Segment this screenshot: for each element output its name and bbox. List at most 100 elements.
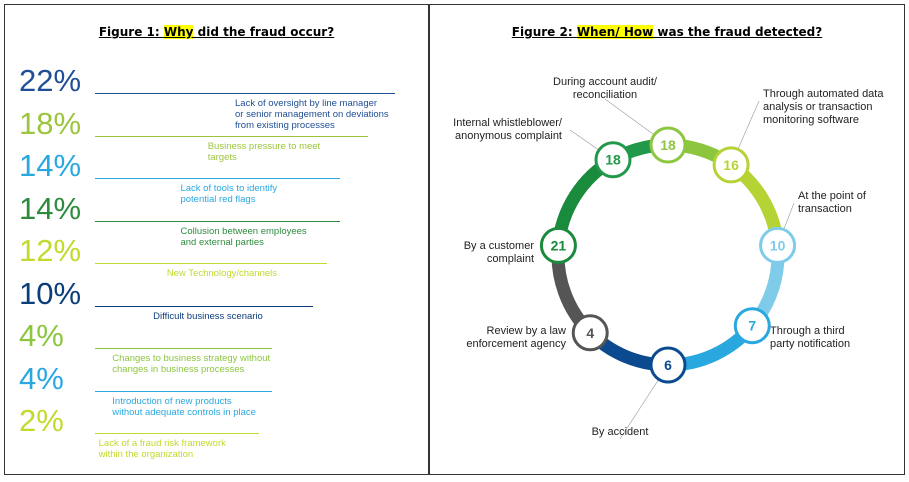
detection-value: 21 <box>551 237 567 253</box>
reason-bar <box>95 178 341 179</box>
reason-description-line: without adequate controls in place <box>112 406 256 418</box>
detection-node <box>594 141 632 179</box>
reason-percent: 4% <box>19 318 64 353</box>
figure1-panel: Figure 1: Why did the fraud occur? 22%La… <box>4 4 429 475</box>
detection-node <box>539 226 577 264</box>
reason-bar <box>95 220 341 222</box>
reason-bar <box>95 305 314 307</box>
detection-node <box>649 126 687 164</box>
figure1-title: Figure 1: Why did the fraud occur? <box>5 25 428 39</box>
detection-value: 7 <box>748 318 756 334</box>
figure2-title-highlight: When/ How <box>576 25 654 39</box>
detection-label-line: analysis or transaction <box>763 101 872 113</box>
detection-label: By accident <box>592 426 649 438</box>
reason-description: New Technology/channels <box>167 268 277 279</box>
detection-value: 18 <box>605 152 621 168</box>
detection-value: 16 <box>723 157 739 173</box>
figure1-title-highlight: Why <box>163 25 194 39</box>
detection-label-line: party notification <box>770 338 850 350</box>
detection-label-line: At the point of <box>798 190 867 202</box>
detection-node <box>571 314 609 352</box>
reason-bar <box>95 433 259 434</box>
reason-row: 10% Difficult business scenario <box>5 275 430 322</box>
detection-label-line: monitoring software <box>763 114 859 126</box>
reason-percent: 4% <box>19 360 64 396</box>
reason-description-line: potential red flags <box>180 194 256 205</box>
reason-bar <box>95 263 327 264</box>
detection-value: 4 <box>586 325 594 341</box>
detection-node <box>733 307 771 345</box>
detection-label-line: During account audit/ <box>553 76 658 88</box>
detection-label-line: anonymous complaint <box>455 130 562 142</box>
detection-label-line: complaint <box>487 253 534 265</box>
reason-description-line: Business pressure to meet <box>207 140 321 152</box>
detection-value: 10 <box>770 237 786 253</box>
detection-node <box>712 146 750 184</box>
reason-bar <box>95 348 273 349</box>
reason-description: Difficult business scenario <box>153 311 263 322</box>
detection-label-line: enforcement agency <box>466 338 566 350</box>
figure2-title-suffix: was the fraud detected? <box>653 25 823 39</box>
reason-description-line: Difficult business scenario <box>153 310 263 322</box>
reason-percent: 2% <box>19 403 64 438</box>
detection-label-line: transaction <box>798 203 852 215</box>
reason-bar <box>95 135 368 137</box>
reason-description-line: Lack of tools to identify <box>180 183 278 194</box>
reason-description-line: within the organization <box>98 449 194 460</box>
reason-description-line: Lack of a fraud risk framework <box>98 438 226 449</box>
figure2-title: Figure 2: When/ How was the fraud detect… <box>430 25 904 39</box>
detection-label-line: Through a third <box>770 325 845 337</box>
reason-description-line: changes in business processes <box>112 364 245 375</box>
reason-percent: 18% <box>19 105 82 141</box>
reason-percent: 10% <box>19 275 82 311</box>
detection-label: Internal whistleblower/anonymous complai… <box>453 117 563 142</box>
reason-percent: 14% <box>19 148 82 183</box>
reason-description-line: Lack of oversight by line manager <box>235 98 378 109</box>
detection-label: During account audit/reconciliation <box>553 76 658 101</box>
detection-label-line: Through automated data <box>763 88 884 100</box>
reason-description-line: and external parties <box>180 236 264 248</box>
detection-label-line: By accident <box>592 426 649 438</box>
detection-node <box>649 346 687 384</box>
detection-label-line: By a customer <box>464 240 535 252</box>
detection-label-line: reconciliation <box>573 89 637 101</box>
reason-description-line: Collusion between employees <box>180 225 307 237</box>
reason-description-line: New Technology/channels <box>166 268 278 279</box>
figure2-title-prefix: Figure 2: <box>511 25 577 39</box>
reason-row: 12% New Technology/channels <box>5 233 430 279</box>
figure1-title-suffix: did the fraud occur? <box>193 25 335 39</box>
reason-description-line: Introduction of new products <box>112 395 232 407</box>
detection-label-line: Review by a law <box>487 325 567 337</box>
reason-description-line: or senior management on deviations <box>235 109 389 120</box>
detection-node <box>759 226 797 264</box>
figure1-title-prefix: Figure 1: <box>98 25 164 39</box>
detection-value: 6 <box>664 357 672 373</box>
reason-bar <box>95 93 395 94</box>
detection-label-line: Internal whistleblower/ <box>453 117 563 129</box>
reason-percent: 12% <box>19 233 82 268</box>
reason-description-line: Changes to business strategy without <box>112 353 271 364</box>
reason-description-line: from existing processes <box>235 120 335 131</box>
reason-percent: 14% <box>19 190 82 226</box>
reason-description-line: targets <box>207 151 237 163</box>
figure2-panel: Figure 2: When/ How was the fraud detect… <box>429 4 905 475</box>
